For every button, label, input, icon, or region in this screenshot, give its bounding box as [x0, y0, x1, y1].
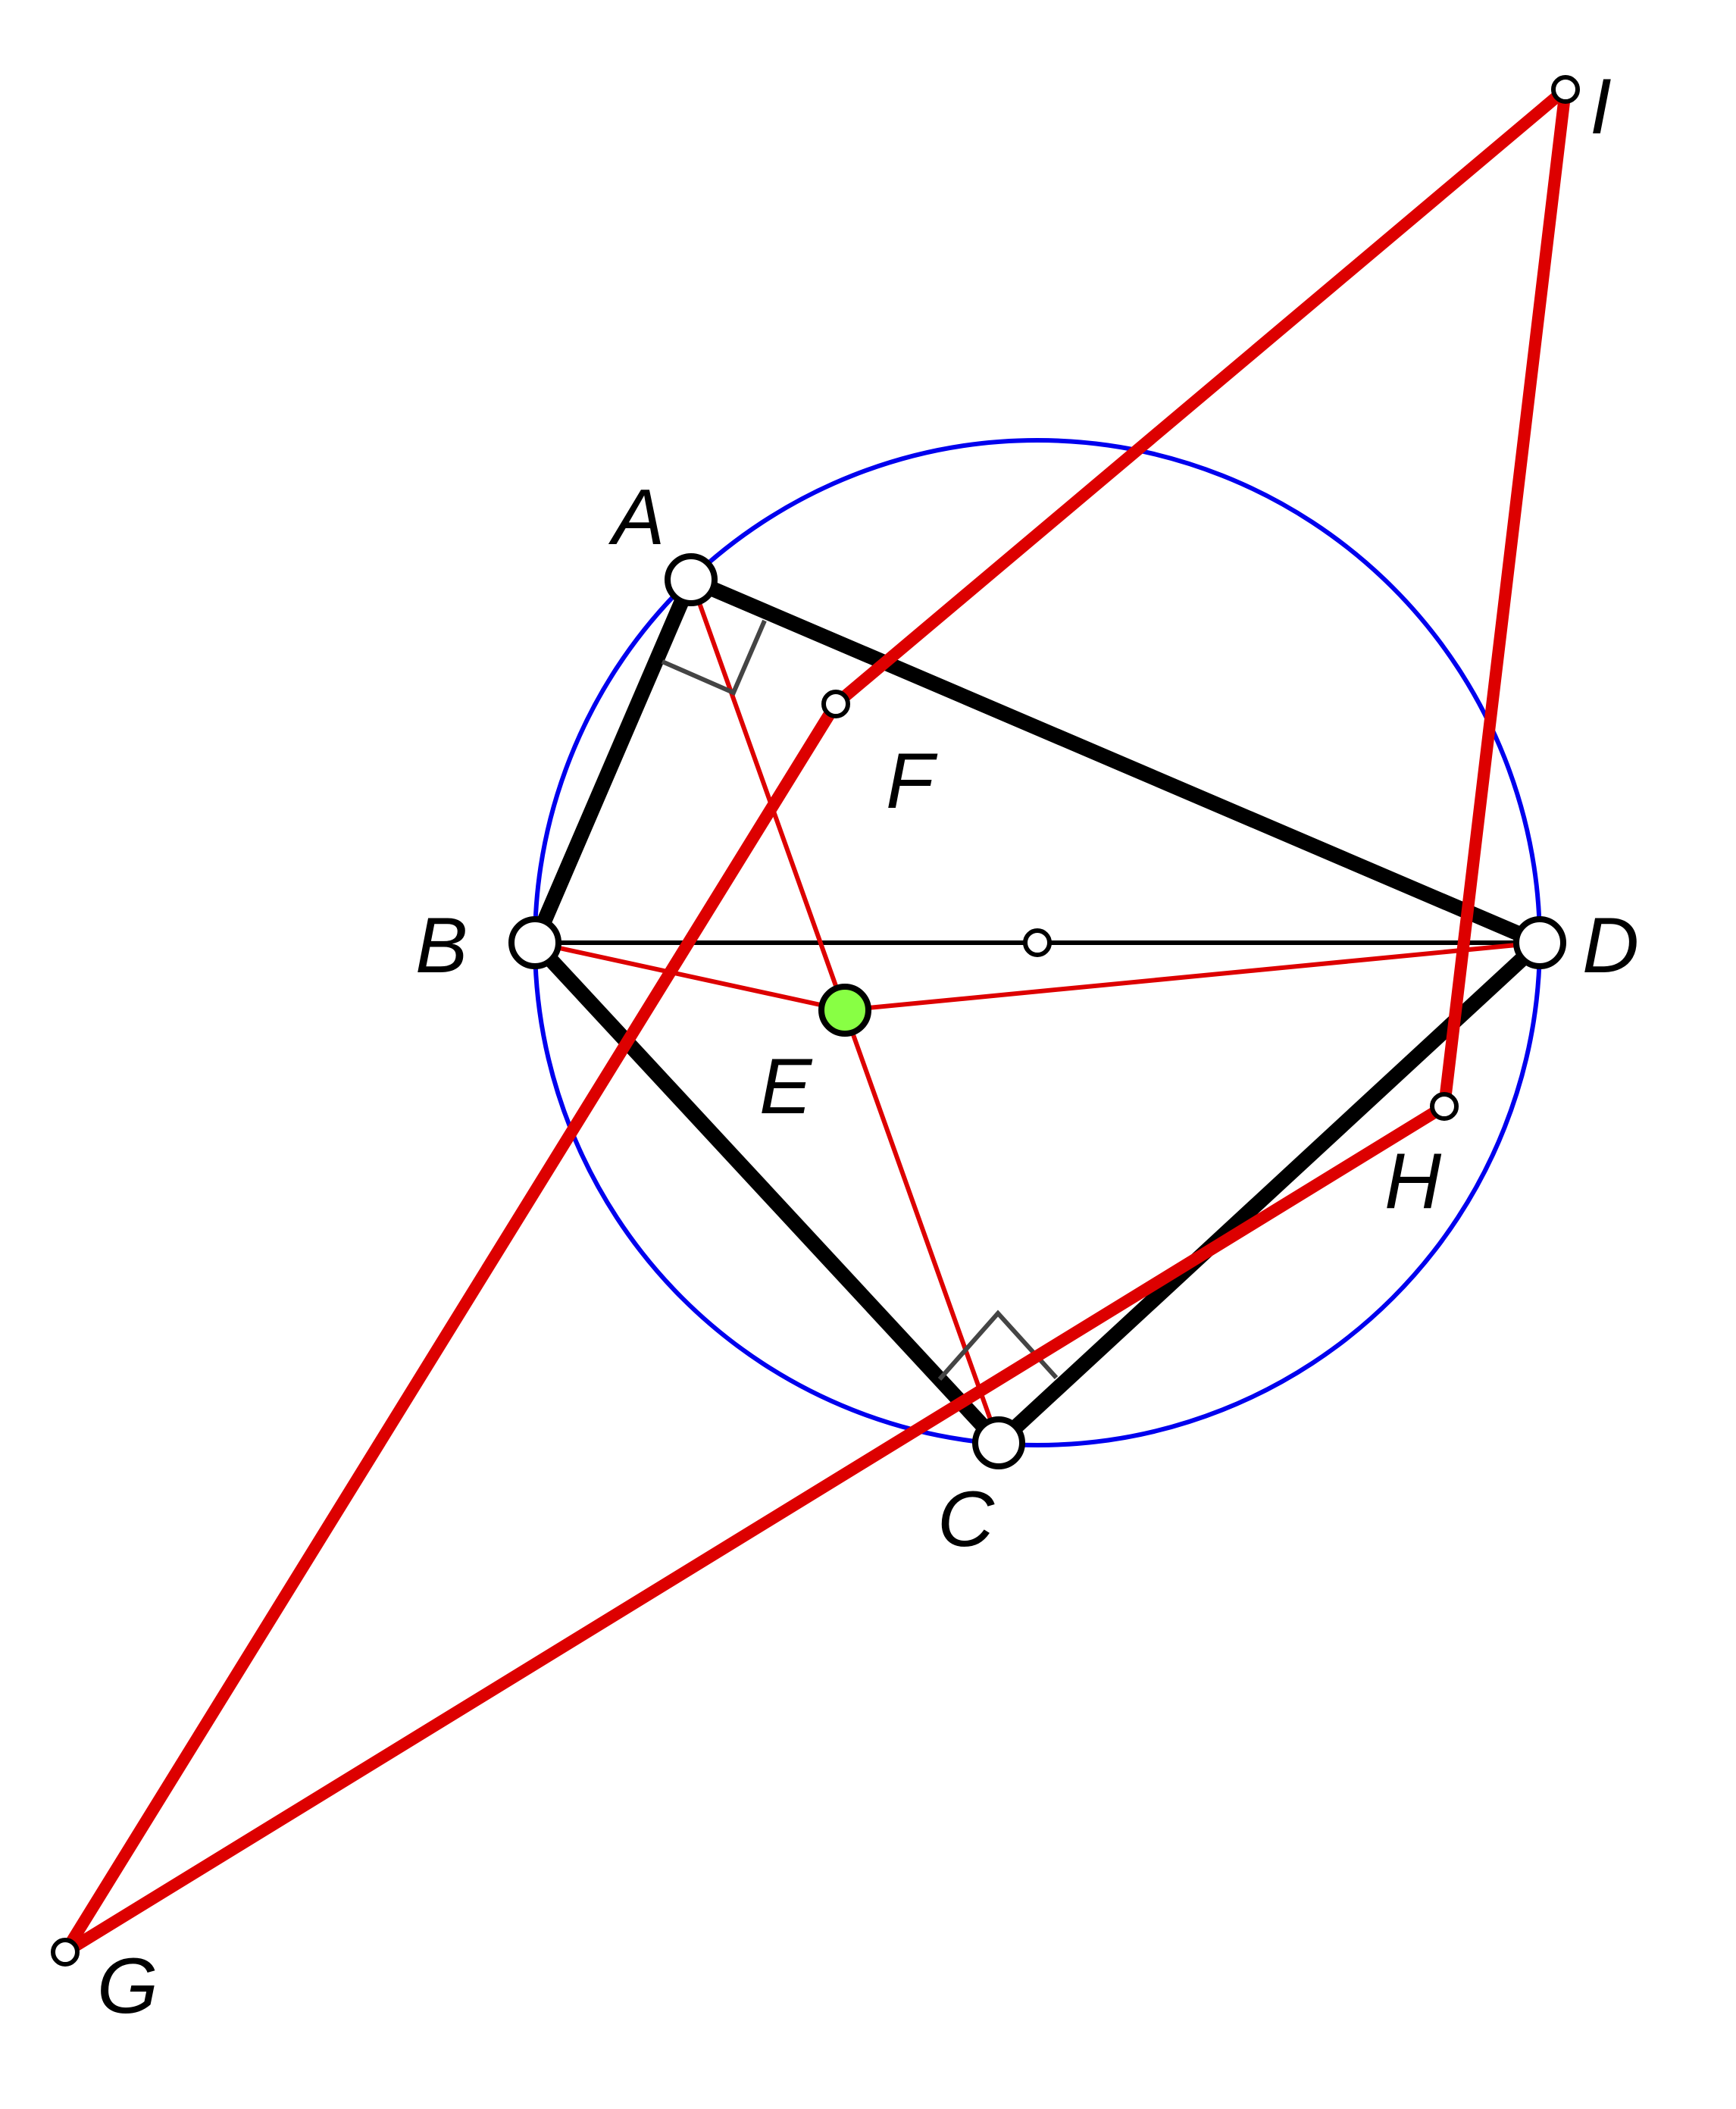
label-e: E — [759, 1043, 813, 1131]
label-b: B — [415, 902, 468, 990]
label-g: G — [97, 1942, 158, 2030]
points — [51, 75, 1580, 1967]
point-h — [1430, 1092, 1459, 1121]
segment-hg — [59, 1100, 1450, 1958]
point-f — [821, 690, 850, 718]
label-a: A — [608, 474, 665, 562]
side-ad — [683, 572, 1547, 950]
segment-ed — [844, 940, 1541, 1012]
red-figure-gih — [59, 83, 1572, 1958]
label-d: D — [1582, 902, 1639, 990]
segment-gf — [59, 698, 842, 1958]
side-bc — [527, 935, 1006, 1450]
segment-fi — [830, 83, 1572, 710]
point-d — [1513, 916, 1566, 969]
label-c: C — [937, 1475, 995, 1563]
point-a — [665, 553, 718, 606]
point-c — [972, 1416, 1025, 1469]
point-b — [508, 916, 561, 969]
point-e — [818, 984, 871, 1037]
point-center — [1023, 928, 1052, 957]
right-angle-mark-a — [661, 619, 767, 696]
segment-be — [534, 940, 846, 1012]
quadrilateral-abcd — [527, 572, 1547, 1450]
point-g — [51, 1938, 80, 1967]
point-labels: A B C D E F G H I — [97, 63, 1639, 2030]
point-i — [1551, 75, 1580, 104]
label-h: H — [1384, 1137, 1442, 1225]
side-ab — [527, 572, 699, 950]
label-f: F — [886, 737, 938, 825]
label-i: I — [1590, 63, 1612, 151]
segment-ih — [1438, 83, 1572, 1112]
thin-red-segments — [534, 578, 1541, 1444]
